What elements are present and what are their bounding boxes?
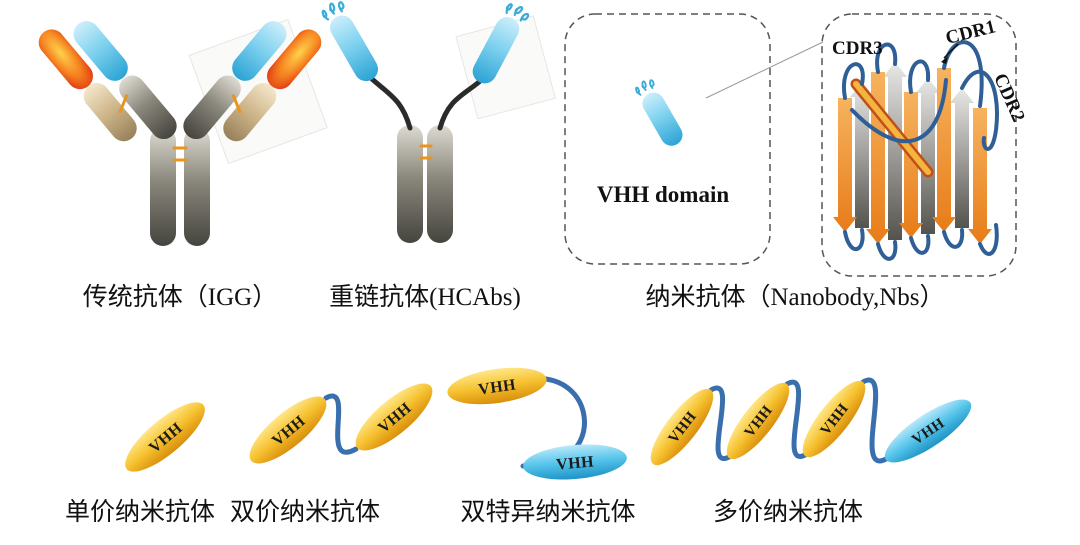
hcab-right-vhh [472, 0, 532, 84]
hcab-heavy-chain [427, 125, 453, 243]
linker [784, 379, 808, 459]
beta-strands-gray [850, 62, 974, 240]
igg-left-fab-arm [38, 21, 177, 142]
nanobody-caption: 纳米抗体（Nanobody,Nbs） [645, 283, 944, 311]
nanobody-vhh-capsule [632, 76, 683, 146]
structure-dashed-box [821, 13, 1017, 277]
hcab-caption: 重链抗体(HCAbs) [329, 283, 521, 311]
vhh-structure-panel: CDR3 CDR1 CDR2 [821, 13, 1029, 277]
hcab-left-vhh [319, 0, 378, 82]
vhh-module-yellow: VHH [802, 380, 866, 458]
beta-strands-orange [833, 68, 992, 244]
nanobody-panel: VHH domain [564, 13, 771, 265]
hcab-heavy-chain [397, 125, 423, 243]
cdr1-pointer-arrow [941, 43, 959, 64]
igg-heavy-chain-fc [184, 128, 210, 246]
monovalent-caption: 单价纳米抗体 [65, 498, 215, 526]
nanobody-dashed-box [564, 13, 771, 265]
vhh-module-blue: VHH [523, 444, 627, 480]
hcab-left-arm-linker [369, 76, 413, 131]
linker [860, 377, 889, 464]
zoom-leader-line [705, 41, 824, 99]
vhh-module-yellow: VHH [125, 402, 205, 472]
multivalent-caption: 多价纳米抗体 [713, 498, 863, 526]
bivalent-nanobody: VHH VHH 双价纳米抗体 [230, 383, 433, 526]
cdr3-label: CDR3 [832, 38, 883, 59]
bivalent-caption: 双价纳米抗体 [230, 498, 380, 526]
cdr-loop-curves [841, 40, 999, 261]
linkers [708, 377, 889, 464]
vhh-unit-label: VHH [555, 453, 594, 473]
multivalent-nanobody: VHH VHH VHH VHH 多价纳米抗体 [650, 377, 972, 526]
igg-caption: 传统抗体（IGG） [83, 283, 277, 311]
linker [708, 385, 732, 462]
igg-antibody [38, 21, 322, 246]
hcab-right-arm-linker [437, 79, 482, 131]
monovalent-nanobody: VHH 单价纳米抗体 [65, 402, 215, 526]
linker [323, 393, 359, 455]
bispecific-nanobody: VHH VHH 双特异纳米抗体 [447, 367, 636, 526]
hcab-hinge-bonds [419, 144, 433, 160]
vhh-module-blue: VHH [884, 399, 972, 463]
vhh-module-yellow: VHH [249, 396, 327, 464]
igg-heavy-chain-fc [150, 128, 176, 246]
igg-hinge-bonds [172, 146, 188, 162]
disulfide-rod [850, 78, 934, 178]
vhh-domain-label: VHH domain [597, 182, 729, 207]
bispecific-caption: 双特异纳米抗体 [460, 498, 635, 526]
igg-right-fab-arm [183, 21, 322, 142]
vhh-module-yellow: VHH [447, 367, 547, 405]
vhh-module-yellow: VHH [650, 388, 714, 466]
vhh-unit-label: VHH [477, 376, 517, 398]
hcab-antibody [319, 0, 532, 243]
vhh-module-yellow: VHH [726, 382, 790, 460]
vhh-module-yellow: VHH [355, 383, 433, 451]
